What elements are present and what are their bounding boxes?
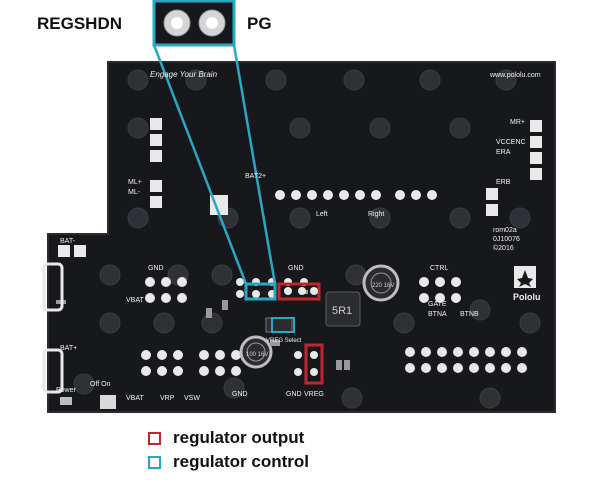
board-id: rom02a bbox=[493, 227, 517, 234]
inductor-marking: 5R1 bbox=[332, 305, 352, 317]
mounting-holes bbox=[73, 69, 541, 409]
label-gnd-vreg: GND bbox=[286, 391, 302, 398]
board-year: ©2016 bbox=[493, 244, 514, 252]
power-switch bbox=[100, 395, 116, 409]
capacitor-right bbox=[362, 264, 400, 302]
cap-left-marking: 100 16V bbox=[246, 352, 268, 358]
label-gate: GATE bbox=[428, 301, 447, 308]
legend-regulator-output-label: regulator output bbox=[173, 428, 305, 447]
label-power: Power bbox=[56, 387, 77, 394]
label-gnd-left: GND bbox=[148, 265, 164, 272]
regulator-output-highlight-top bbox=[277, 282, 321, 301]
label-ml-plus: ML+ bbox=[128, 179, 142, 186]
vreg-select-highlight bbox=[271, 317, 295, 333]
regulator-output-highlight-bottom bbox=[304, 343, 324, 385]
label-era: ERA bbox=[496, 149, 511, 156]
label-vreg: VREG bbox=[304, 391, 324, 398]
label-off-on: Off On bbox=[90, 381, 111, 388]
brand-tagline: Engage Your Brain bbox=[150, 70, 218, 79]
label-ctrl: CTRL bbox=[430, 265, 448, 272]
label-gnd-top: GND bbox=[288, 265, 304, 272]
regshdn-callout-label: REGSHDN bbox=[37, 14, 123, 33]
legend-regulator-control-label: regulator control bbox=[173, 452, 310, 471]
part-number: 0J10076 bbox=[493, 236, 520, 243]
label-ml-minus: ML- bbox=[128, 189, 141, 196]
label-bat-minus: BAT- bbox=[60, 238, 76, 245]
capacitor-left bbox=[239, 335, 273, 369]
label-vrp: VRP bbox=[160, 395, 175, 402]
pololu-logo-text: Pololu bbox=[513, 292, 541, 302]
label-btna: BTNA bbox=[428, 311, 447, 318]
label-vsw: VSW bbox=[184, 395, 200, 402]
label-left: Left bbox=[316, 211, 328, 218]
cap-right-marking: 220 16V bbox=[372, 283, 394, 289]
legend-regulator-output: regulator output bbox=[148, 428, 304, 448]
legend-regulator-control: regulator control bbox=[148, 452, 309, 472]
pg-callout-label: PG bbox=[247, 14, 272, 33]
legend-swatch-cyan bbox=[148, 455, 161, 469]
regulator-control-highlight bbox=[244, 282, 277, 301]
label-mr-plus: MR+ bbox=[510, 119, 525, 126]
label-vbat-bottom: VBAT bbox=[126, 395, 144, 402]
pcb-board bbox=[47, 61, 556, 413]
label-bat2-plus: BAT2+ bbox=[245, 173, 266, 180]
label-btnb: BTNB bbox=[460, 311, 479, 318]
inductor bbox=[325, 291, 361, 327]
label-vbat-top: VBAT bbox=[126, 297, 144, 304]
label-vreg-select: VREG Select bbox=[266, 338, 302, 344]
label-erb: ERB bbox=[496, 179, 511, 186]
legend-swatch-red bbox=[148, 431, 161, 445]
pcb-photo: Engage Your Brain www.pololu.com BAT2+ V… bbox=[42, 0, 556, 413]
label-vccenc: VCCENC bbox=[496, 139, 526, 146]
label-bat-plus: BAT+ bbox=[60, 345, 77, 352]
website-text: www.pololu.com bbox=[489, 72, 541, 79]
label-gnd-bottom: GND bbox=[232, 391, 248, 398]
label-right: Right bbox=[368, 211, 384, 218]
